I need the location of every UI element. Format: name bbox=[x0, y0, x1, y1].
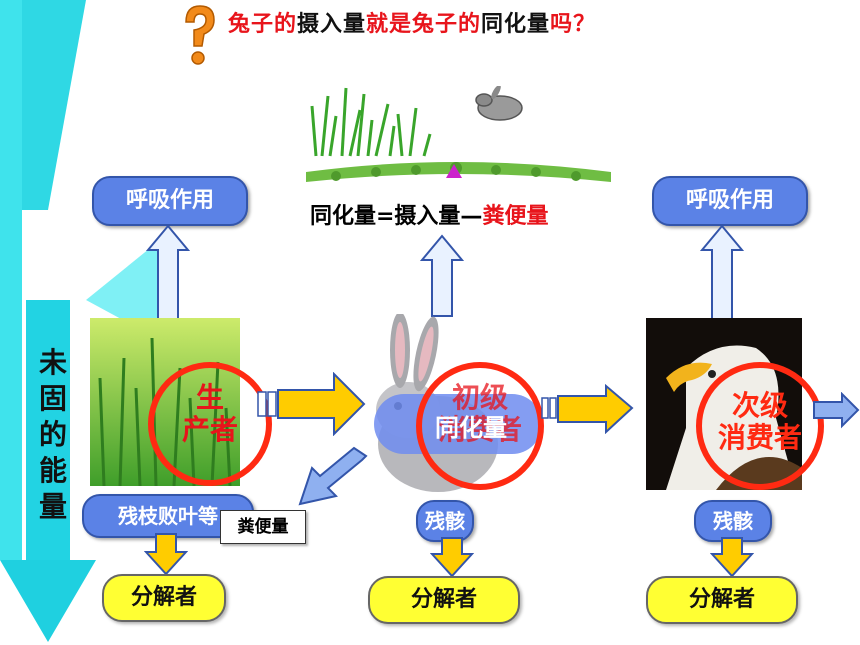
question-icon bbox=[185, 5, 215, 65]
assimilation-formula: 同化量=摄入量—粪便量 bbox=[310, 204, 549, 229]
arrow-to-respiration-left bbox=[146, 224, 190, 323]
respiration-box-left: 呼吸作用 bbox=[92, 176, 248, 226]
respiration-box-right: 呼吸作用 bbox=[652, 176, 808, 226]
arrow-to-decomposer-2 bbox=[430, 537, 474, 578]
unfixed-energy-label: 未 固 的 能 量 bbox=[38, 346, 67, 523]
primary-consumer-ring bbox=[416, 362, 544, 490]
secondary-consumer-ring bbox=[696, 362, 824, 490]
remains-box-2: 残骸 bbox=[694, 500, 772, 542]
page-title: 兔子的摄入量就是兔子的同化量吗？ bbox=[228, 12, 597, 37]
arrow-to-decomposer-1 bbox=[144, 533, 188, 576]
producer-label: 生 产者 bbox=[181, 381, 238, 446]
decomposer-box-2: 分解者 bbox=[368, 576, 520, 624]
primary-consumer-label: 初级 消费者 bbox=[437, 381, 522, 446]
arrow-to-decomposer-3 bbox=[710, 537, 754, 578]
arrow-rabbit-to-feces bbox=[298, 446, 368, 506]
feces-label: 粪便量 bbox=[220, 510, 306, 544]
decomposer-box-3: 分解者 bbox=[646, 576, 798, 624]
rabbit-small-icon bbox=[475, 86, 523, 121]
grass-icon bbox=[306, 87, 611, 182]
arrow-primary-to-secondary bbox=[541, 384, 634, 434]
producer-ring bbox=[148, 362, 272, 486]
arrow-to-formula bbox=[420, 234, 464, 317]
arrow-producer-to-primary bbox=[257, 372, 366, 436]
arrow-to-respiration-right bbox=[700, 224, 744, 323]
secondary-consumer-label: 次级 消费者 bbox=[717, 389, 802, 454]
decomposer-box-1: 分解者 bbox=[102, 574, 226, 622]
remains-box-1: 残骸 bbox=[416, 500, 474, 542]
arrow-secondary-out bbox=[813, 392, 860, 429]
assimilation-label: 同化量 bbox=[435, 414, 507, 442]
